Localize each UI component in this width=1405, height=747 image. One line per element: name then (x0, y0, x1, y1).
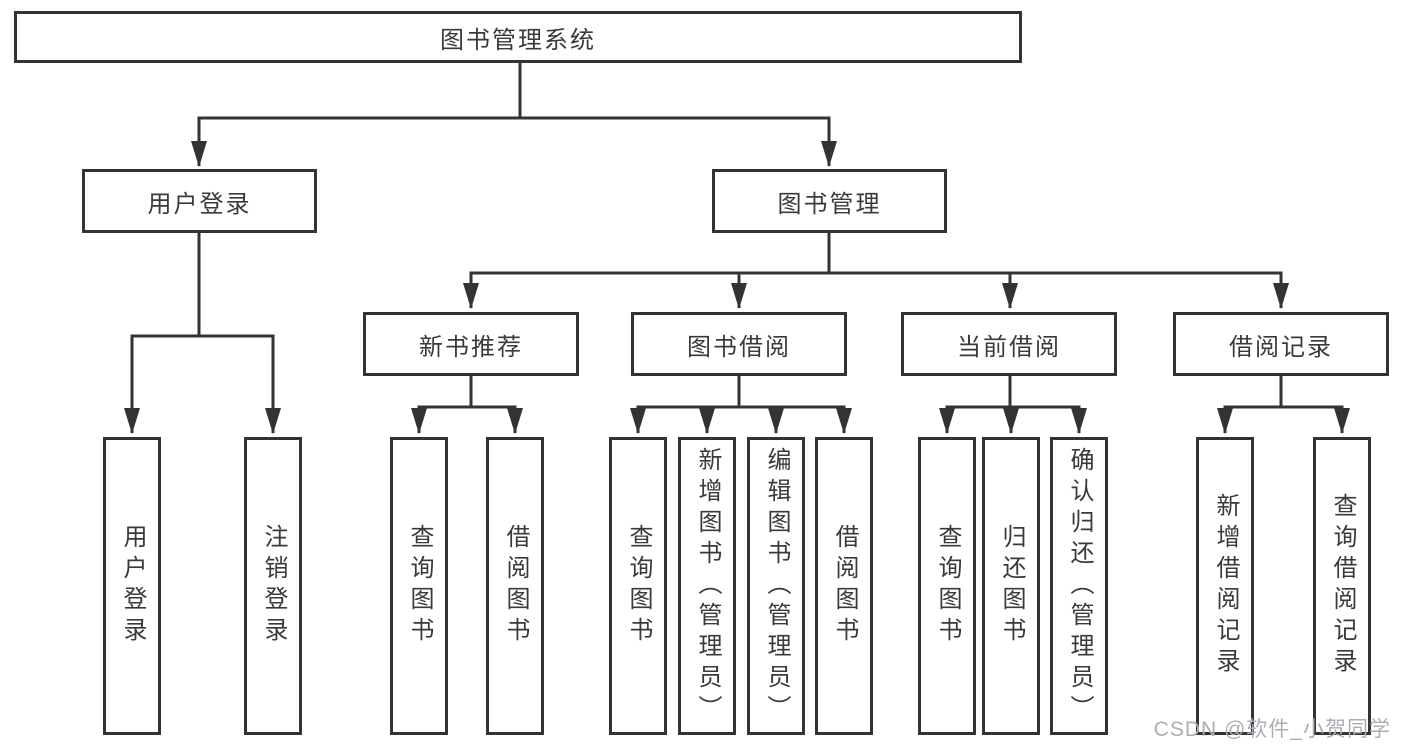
node-query-books-borrowing-label: 查询图书 (625, 524, 652, 648)
node-borrow-records: 借阅记录 (1173, 312, 1389, 376)
node-book-management-system-label: 图书管理系统 (440, 26, 596, 54)
node-logout: 注销登录 (244, 437, 302, 735)
node-borrow-book-recommend-label: 借阅图书 (502, 524, 529, 648)
node-borrow-book-recommend: 借阅图书 (486, 437, 544, 735)
node-query-books-current-label: 查询图书 (934, 524, 961, 648)
node-user-login-module-label: 用户登录 (147, 190, 252, 218)
node-add-borrow-record-label: 新增借阅记录 (1212, 493, 1239, 679)
node-new-book-recommend-label: 新书推荐 (419, 333, 523, 361)
node-book-management-system: 图书管理系统 (14, 11, 1022, 63)
csdn-watermark: CSDN @软件_小贺同学 (1153, 718, 1391, 741)
node-add-book-admin-label: 新增图书（管理员） (694, 446, 721, 726)
node-user-login-module: 用户登录 (82, 169, 317, 233)
node-borrow-book: 借阅图书 (815, 437, 873, 735)
node-current-borrowing-label: 当前借阅 (957, 333, 1061, 361)
node-new-book-recommend: 新书推荐 (363, 312, 579, 376)
node-borrow-book-label: 借阅图书 (831, 524, 858, 648)
node-query-borrow-record: 查询借阅记录 (1313, 437, 1371, 735)
node-edit-book-admin: 编辑图书（管理员） (747, 437, 805, 735)
node-logout-label: 注销登录 (260, 524, 287, 648)
node-user-login-label: 用户登录 (119, 524, 146, 648)
node-confirm-return-admin: 确认归还（管理员） (1050, 437, 1108, 735)
node-current-borrowing: 当前借阅 (901, 312, 1117, 376)
node-add-borrow-record: 新增借阅记录 (1196, 437, 1254, 735)
node-add-book-admin: 新增图书（管理员） (678, 437, 736, 735)
node-user-login: 用户登录 (103, 437, 161, 735)
node-return-book-label: 归还图书 (998, 524, 1025, 648)
node-borrow-records-label: 借阅记录 (1229, 333, 1333, 361)
node-return-book: 归还图书 (982, 437, 1040, 735)
node-confirm-return-admin-label: 确认归还（管理员） (1066, 446, 1093, 726)
node-book-borrowing: 图书借阅 (631, 312, 847, 376)
node-query-borrow-record-label: 查询借阅记录 (1329, 493, 1356, 679)
node-query-books-recommend-label: 查询图书 (406, 524, 433, 648)
node-query-books-borrowing: 查询图书 (609, 437, 667, 735)
node-query-books-current: 查询图书 (918, 437, 976, 735)
node-book-management-module: 图书管理 (712, 169, 947, 233)
node-book-management-module-label: 图书管理 (777, 190, 882, 218)
node-edit-book-admin-label: 编辑图书（管理员） (763, 446, 790, 726)
node-query-books-recommend: 查询图书 (390, 437, 448, 735)
node-book-borrowing-label: 图书借阅 (687, 333, 791, 361)
